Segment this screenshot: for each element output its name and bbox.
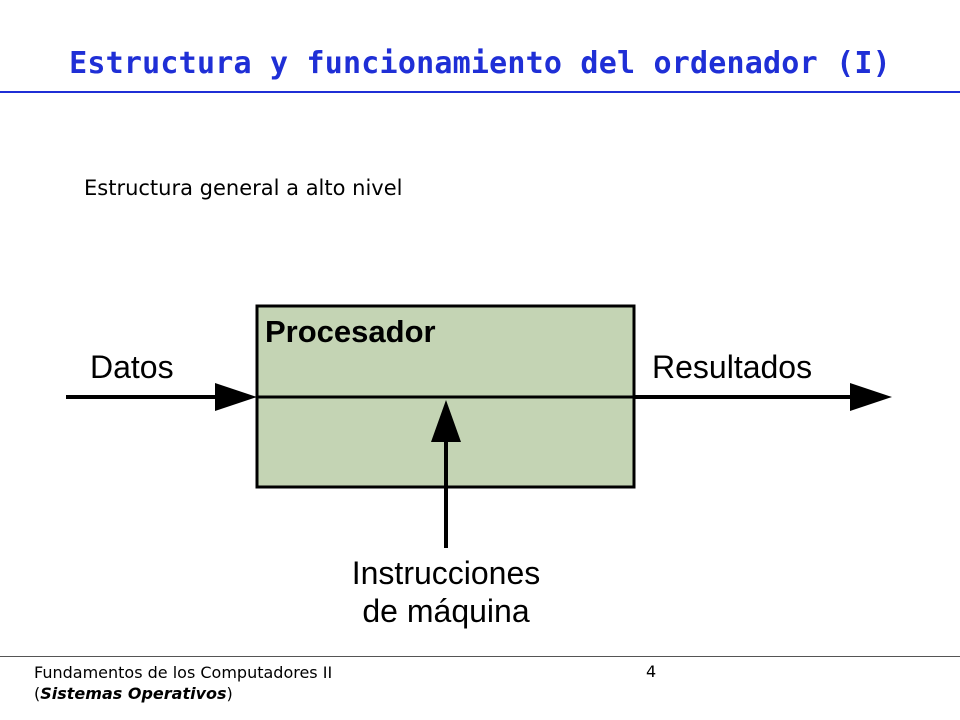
instructions-label-line1: Instrucciones: [352, 555, 541, 591]
instructions-arrowhead: [431, 400, 461, 442]
instructions-label-line2: de máquina: [362, 593, 529, 629]
output-label: Resultados: [652, 349, 812, 385]
page-number: 4: [646, 662, 657, 681]
title-underline: [0, 91, 960, 93]
slide-subtitle: Estructura general a alto nivel: [84, 176, 403, 200]
input-label: Datos: [90, 349, 174, 385]
footer-divider: [0, 656, 960, 657]
footer-course: Fundamentos de los Computadores II (Sist…: [34, 662, 332, 704]
footer-course-name: Fundamentos de los Computadores II: [34, 663, 333, 682]
output-arrowhead: [850, 383, 892, 411]
processor-label: Procesador: [265, 314, 436, 349]
input-arrowhead: [215, 383, 257, 411]
slide-title: Estructura y funcionamiento del ordenado…: [69, 46, 891, 81]
footer-course-subtitle: (Sistemas Operativos): [34, 684, 233, 703]
